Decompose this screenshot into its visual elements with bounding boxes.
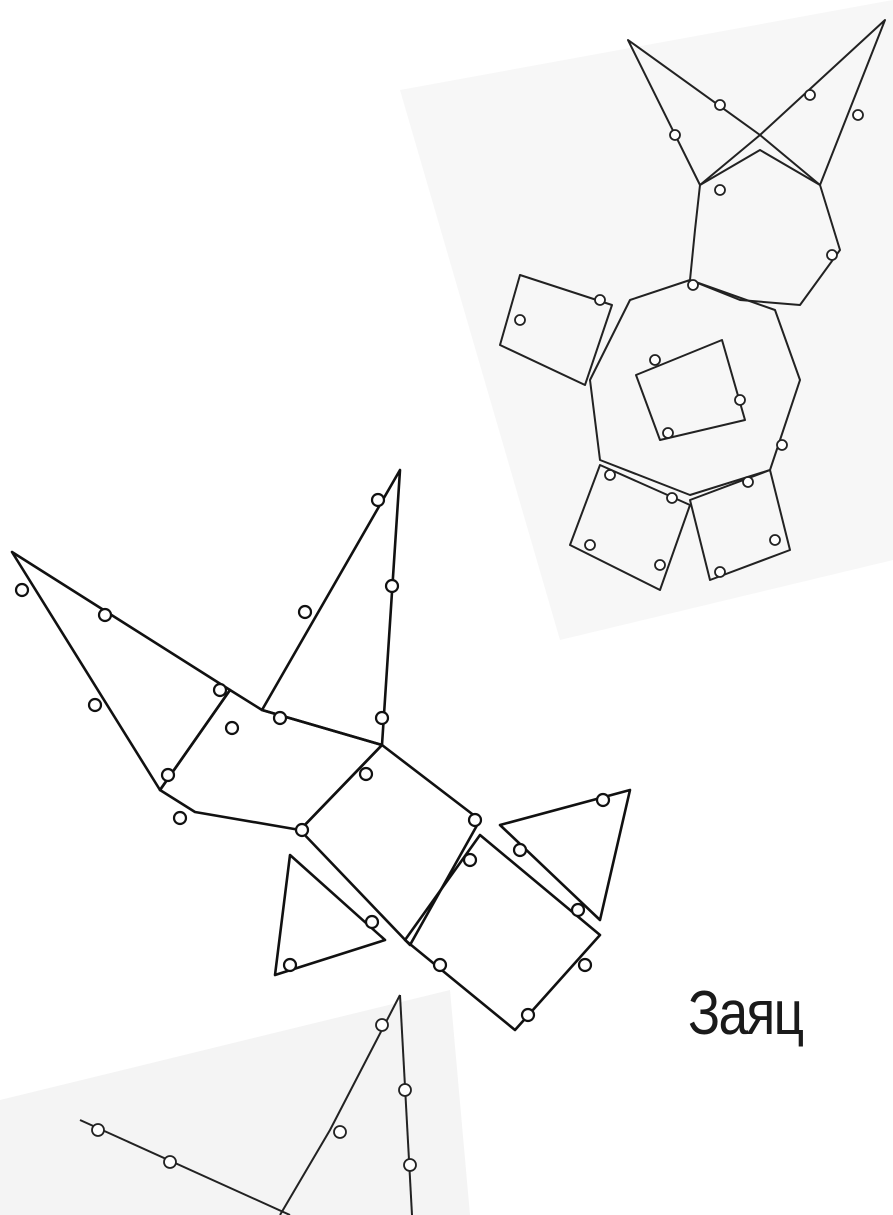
partial-pattern	[0, 990, 470, 1215]
assembled-figure	[400, 0, 893, 640]
partial-backdrop	[0, 990, 470, 1215]
figure-backdrop	[400, 0, 893, 640]
middle-parallelogram-outline	[160, 690, 382, 830]
center-square-outline	[300, 745, 480, 945]
upper-triangle-outline	[262, 470, 400, 745]
pattern-beads	[16, 494, 609, 1021]
left-triangle-outline	[12, 552, 230, 790]
figure-caption: Заяц	[688, 978, 802, 1049]
small-triangle-outline	[275, 855, 385, 975]
